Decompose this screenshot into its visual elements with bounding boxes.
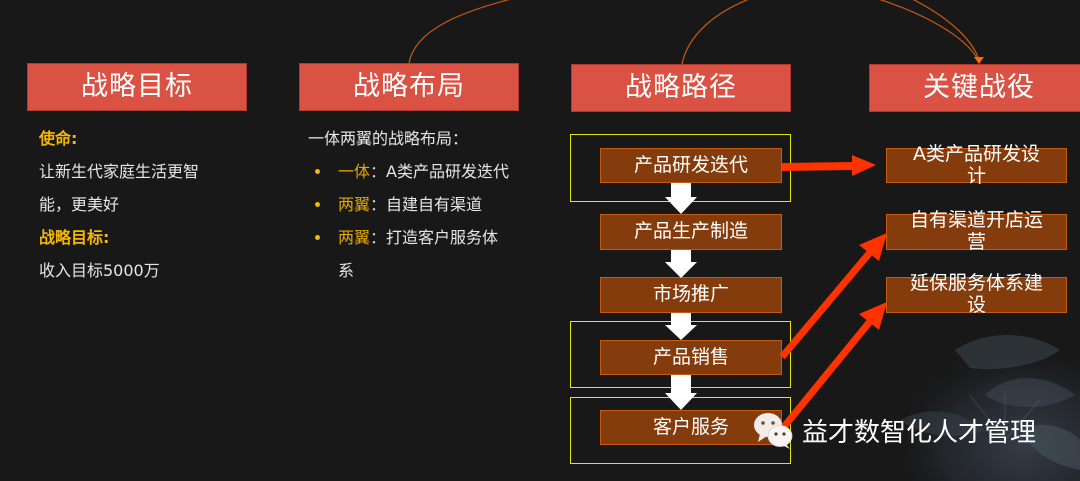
path-step-sales: 产品销售	[600, 340, 782, 375]
battle-a-product-design: A类产品研发设 计	[886, 143, 1067, 187]
layout-bullet-one-body: 一体：A类产品研发迭代	[308, 155, 509, 188]
battle-line1: 自有渠道开店运	[909, 209, 1043, 231]
target-value: 收入目标5000万	[39, 261, 160, 280]
bullet-dot-icon	[315, 235, 320, 240]
red-arrowhead-icon	[859, 302, 887, 330]
path-step-rnd: 产品研发迭代	[600, 148, 782, 183]
bullet-colon: ：	[370, 228, 387, 247]
mission-label: 使命:	[39, 129, 78, 148]
battle-line2: 计	[966, 165, 986, 187]
bullet-dot-icon	[315, 169, 320, 174]
header-strategic-layout: 战略布局	[299, 63, 519, 111]
mission-text-line2: 能，更美好	[39, 195, 120, 214]
battle-extended-warranty: 延保服务体系建 设	[886, 272, 1067, 316]
curve-connector-path	[681, 0, 749, 65]
bullet-colon: ：	[370, 162, 387, 181]
bullet-text-continuation: 系	[338, 261, 355, 280]
target-label: 战略目标:	[39, 228, 110, 247]
bullet-dot-icon	[315, 202, 320, 207]
bullet-keyword: 一体	[338, 162, 371, 181]
path-step-marketing: 市场推广	[600, 277, 782, 313]
battle-own-channel-stores: 自有渠道开店运 营	[886, 209, 1067, 253]
bullet-text: 自建自有渠道	[386, 195, 483, 214]
bullet-colon: ：	[370, 195, 387, 214]
curve-connector-battle-b	[912, 0, 980, 61]
bullet-keyword: 两翼	[338, 228, 371, 247]
bullet-text: 打造客户服务体	[386, 228, 499, 247]
header-strategic-path: 战略路径	[571, 64, 791, 112]
bullet-keyword: 两翼	[338, 195, 371, 214]
watermark-text: 益才数智化人才管理	[802, 417, 1037, 448]
red-arrow-sales-to-channel	[779, 247, 875, 360]
path-step-service: 客户服务	[600, 410, 782, 445]
curve-connector-layout	[408, 0, 510, 64]
path-step-production: 产品生产制造	[600, 214, 782, 250]
red-arrow-icon	[782, 155, 876, 176]
battle-line1: 延保服务体系建	[909, 272, 1043, 294]
battle-line2: 营	[966, 231, 986, 253]
battle-line1: A类产品研发设	[913, 143, 1040, 165]
layout-bullet-wing-service: 两翼：打造客户服务体	[308, 221, 509, 254]
layout-text-block: 一体两翼的战略布局： 一体：A类产品研发迭代 两翼：自建自有渠道 两翼：打造客户…	[308, 122, 509, 287]
layout-intro: 一体两翼的战略布局：	[308, 129, 469, 148]
header-key-battles: 关键战役	[869, 64, 1080, 112]
header-strategic-goals: 战略目标	[27, 63, 247, 111]
bullet-text: A类产品研发迭代	[386, 162, 509, 181]
mission-text-line1: 让新生代家庭生活更智	[39, 162, 200, 181]
red-arrowhead-icon	[859, 233, 887, 261]
wechat-icon	[754, 413, 793, 449]
battle-line2: 设	[966, 294, 986, 316]
layout-bullet-wing-channel: 两翼：自建自有渠道	[308, 188, 509, 221]
curve-connector-battle-a	[879, 0, 979, 61]
goals-text-block: 使命: 让新生代家庭生活更智 能，更美好 战略目标: 收入目标5000万	[39, 122, 199, 287]
watermark: 益才数智化人才管理	[752, 410, 1036, 450]
curve-arrowhead-icon	[974, 57, 984, 64]
